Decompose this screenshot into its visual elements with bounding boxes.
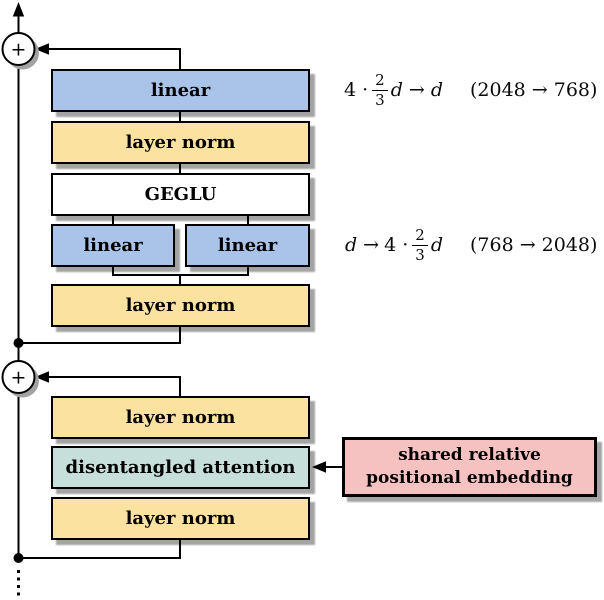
layer-norm-box: layer norm	[51, 497, 310, 540]
arrow-symbol: →	[408, 79, 425, 101]
arrowhead-left-icon	[35, 371, 49, 383]
formula-var: d	[430, 79, 443, 101]
formula-coeff: 4 ·	[344, 79, 369, 101]
embedding-arrow	[312, 461, 344, 473]
formula-dimensions: (2048 → 768)	[469, 79, 598, 101]
down-projection-formula: 4 · 2 3 d → d (2048 → 768)	[344, 64, 597, 116]
plus-icon: +	[11, 39, 27, 61]
plus-icon: +	[11, 367, 27, 389]
branch-dot	[13, 338, 24, 348]
fraction-denominator: 3	[375, 90, 385, 109]
layer-norm-box: layer norm	[51, 396, 310, 439]
add-node-shadow	[6, 364, 39, 398]
arrow-symbol: →	[363, 234, 380, 256]
disentangled-attention-box: disentangled attention	[51, 446, 310, 489]
geglu-box: GEGLU	[51, 173, 310, 216]
add-node-top: +	[1, 32, 39, 70]
fraction-numerator: 2	[412, 227, 428, 246]
layer-norm-box: layer norm	[51, 284, 310, 327]
positional-embedding-box: shared relative positional embedding	[342, 437, 597, 497]
branch-dot	[13, 553, 24, 563]
add-node-shadow	[6, 36, 39, 70]
linear-in-right-box: linear	[185, 224, 310, 267]
fraction: 2 3	[412, 227, 428, 263]
formula-var: d	[430, 234, 443, 256]
formula-var: d	[345, 234, 358, 256]
add-circle	[1, 32, 36, 66]
formula-var: d	[390, 79, 403, 101]
linear-out-box: linear	[51, 69, 310, 112]
add-node-bottom: +	[1, 360, 39, 398]
fraction-numerator: 2	[372, 72, 388, 91]
up-projection-formula: d → 4 · 2 3 d (768 → 2048)	[344, 219, 597, 271]
arrowhead-left-icon	[35, 43, 49, 55]
embedding-label-line1: shared relative	[398, 445, 541, 466]
fraction: 2 3	[372, 72, 388, 108]
formula-coeff: 4 ·	[384, 234, 409, 256]
formula-dimensions: (768 → 2048)	[469, 234, 598, 256]
output-arrow	[12, 2, 25, 34]
add-circle	[1, 360, 36, 394]
layer-norm-box: layer norm	[51, 121, 310, 164]
arrowhead-up-icon	[12, 2, 25, 17]
linear-in-left-box: linear	[51, 224, 175, 267]
fraction-denominator: 3	[415, 245, 425, 264]
arrowhead-left-icon	[312, 461, 326, 473]
embedding-label-line2: positional embedding	[366, 468, 573, 488]
